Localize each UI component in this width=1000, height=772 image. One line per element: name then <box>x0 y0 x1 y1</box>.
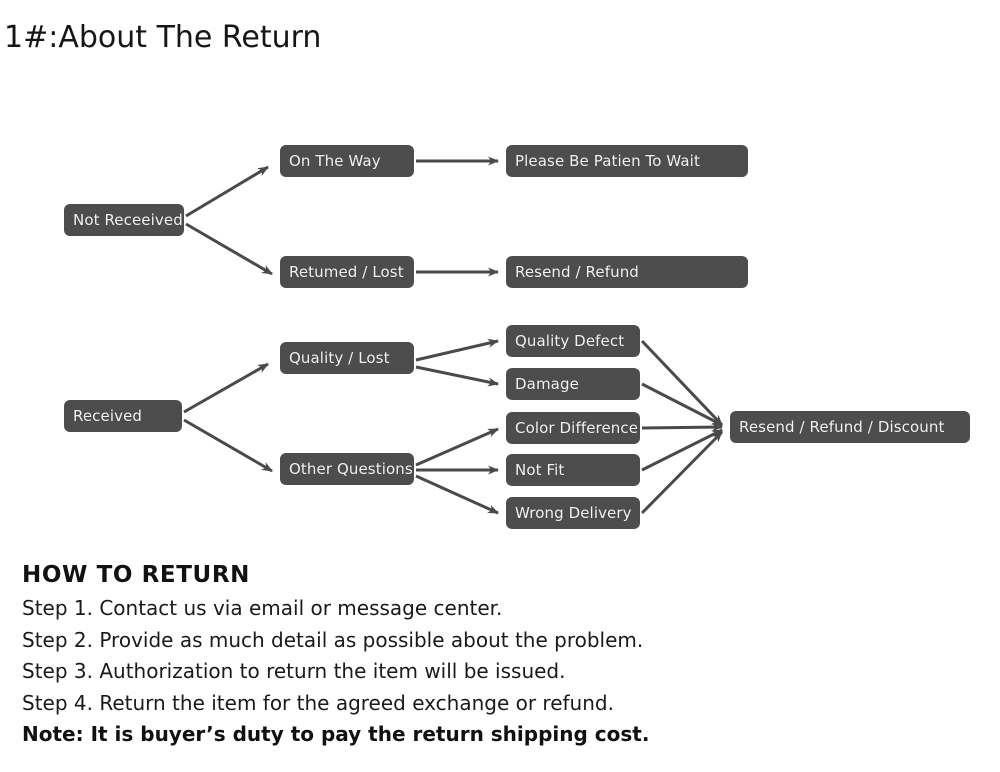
edge-notreceived-ontheway <box>185 165 269 218</box>
node-resend-refund-discount[interactable]: Resend / Refund / Discount <box>730 411 970 443</box>
node-resend-refund[interactable]: Resend / Refund <box>506 256 748 288</box>
how-to-return-step-4: Step 4. Return the item for the agreed e… <box>22 690 614 715</box>
edge-damage-outcome <box>641 382 723 427</box>
how-to-return-note: Note: It is buyer’s duty to pay the retu… <box>22 722 650 746</box>
node-quality-defect[interactable]: Quality Defect <box>506 325 640 357</box>
node-wrong-delivery[interactable]: Wrong Delivery <box>506 497 640 529</box>
node-received[interactable]: Received <box>64 400 182 432</box>
page-title: 1#:About The Return <box>4 20 322 55</box>
edge-qualitydefect-outcome <box>640 339 724 427</box>
return-flowchart: Not Receeived On The Way Retumed / Lost … <box>0 120 1000 550</box>
node-on-the-way[interactable]: On The Way <box>280 145 414 177</box>
node-not-received[interactable]: Not Receeived <box>64 204 184 236</box>
how-to-return-step-2: Step 2. Provide as much detail as possib… <box>22 627 644 652</box>
node-please-be-patient-to-wait[interactable]: Please Be Patien To Wait <box>506 145 748 177</box>
edge-qualitylost-qualitydefect <box>415 338 499 362</box>
node-not-fit[interactable]: Not Fit <box>506 454 640 486</box>
edge-qualitylost-damage <box>415 365 499 387</box>
node-returned-lost[interactable]: Retumed / Lost <box>280 256 414 288</box>
edge-notfit-outcome <box>641 428 723 472</box>
edge-otherquestions-colordifference <box>415 427 499 467</box>
how-to-return-step-3: Step 3. Authorization to return the item… <box>22 659 566 683</box>
how-to-return-heading: HOW TO RETURN <box>22 562 250 588</box>
edge-otherquestions-wrongdelivery <box>415 474 499 515</box>
edge-received-otherquestions <box>183 418 273 473</box>
node-quality-lost[interactable]: Quality / Lost <box>280 342 414 374</box>
how-to-return-section: HOW TO RETURN Step 1. Contact us via ema… <box>22 560 962 751</box>
node-other-questions[interactable]: Other Questions <box>280 453 414 485</box>
edge-wrongdelivery-outcome <box>640 430 724 515</box>
node-color-difference[interactable]: Color Difference <box>506 412 640 444</box>
node-damage[interactable]: Damage <box>506 368 640 400</box>
edge-colordifference-outcome <box>641 422 723 432</box>
flowchart-connectors <box>183 156 724 515</box>
how-to-return-step-1: Step 1. Contact us via email or message … <box>22 596 503 620</box>
edge-notreceived-returnedlost <box>185 222 273 276</box>
edge-received-qualitylost <box>183 362 269 414</box>
